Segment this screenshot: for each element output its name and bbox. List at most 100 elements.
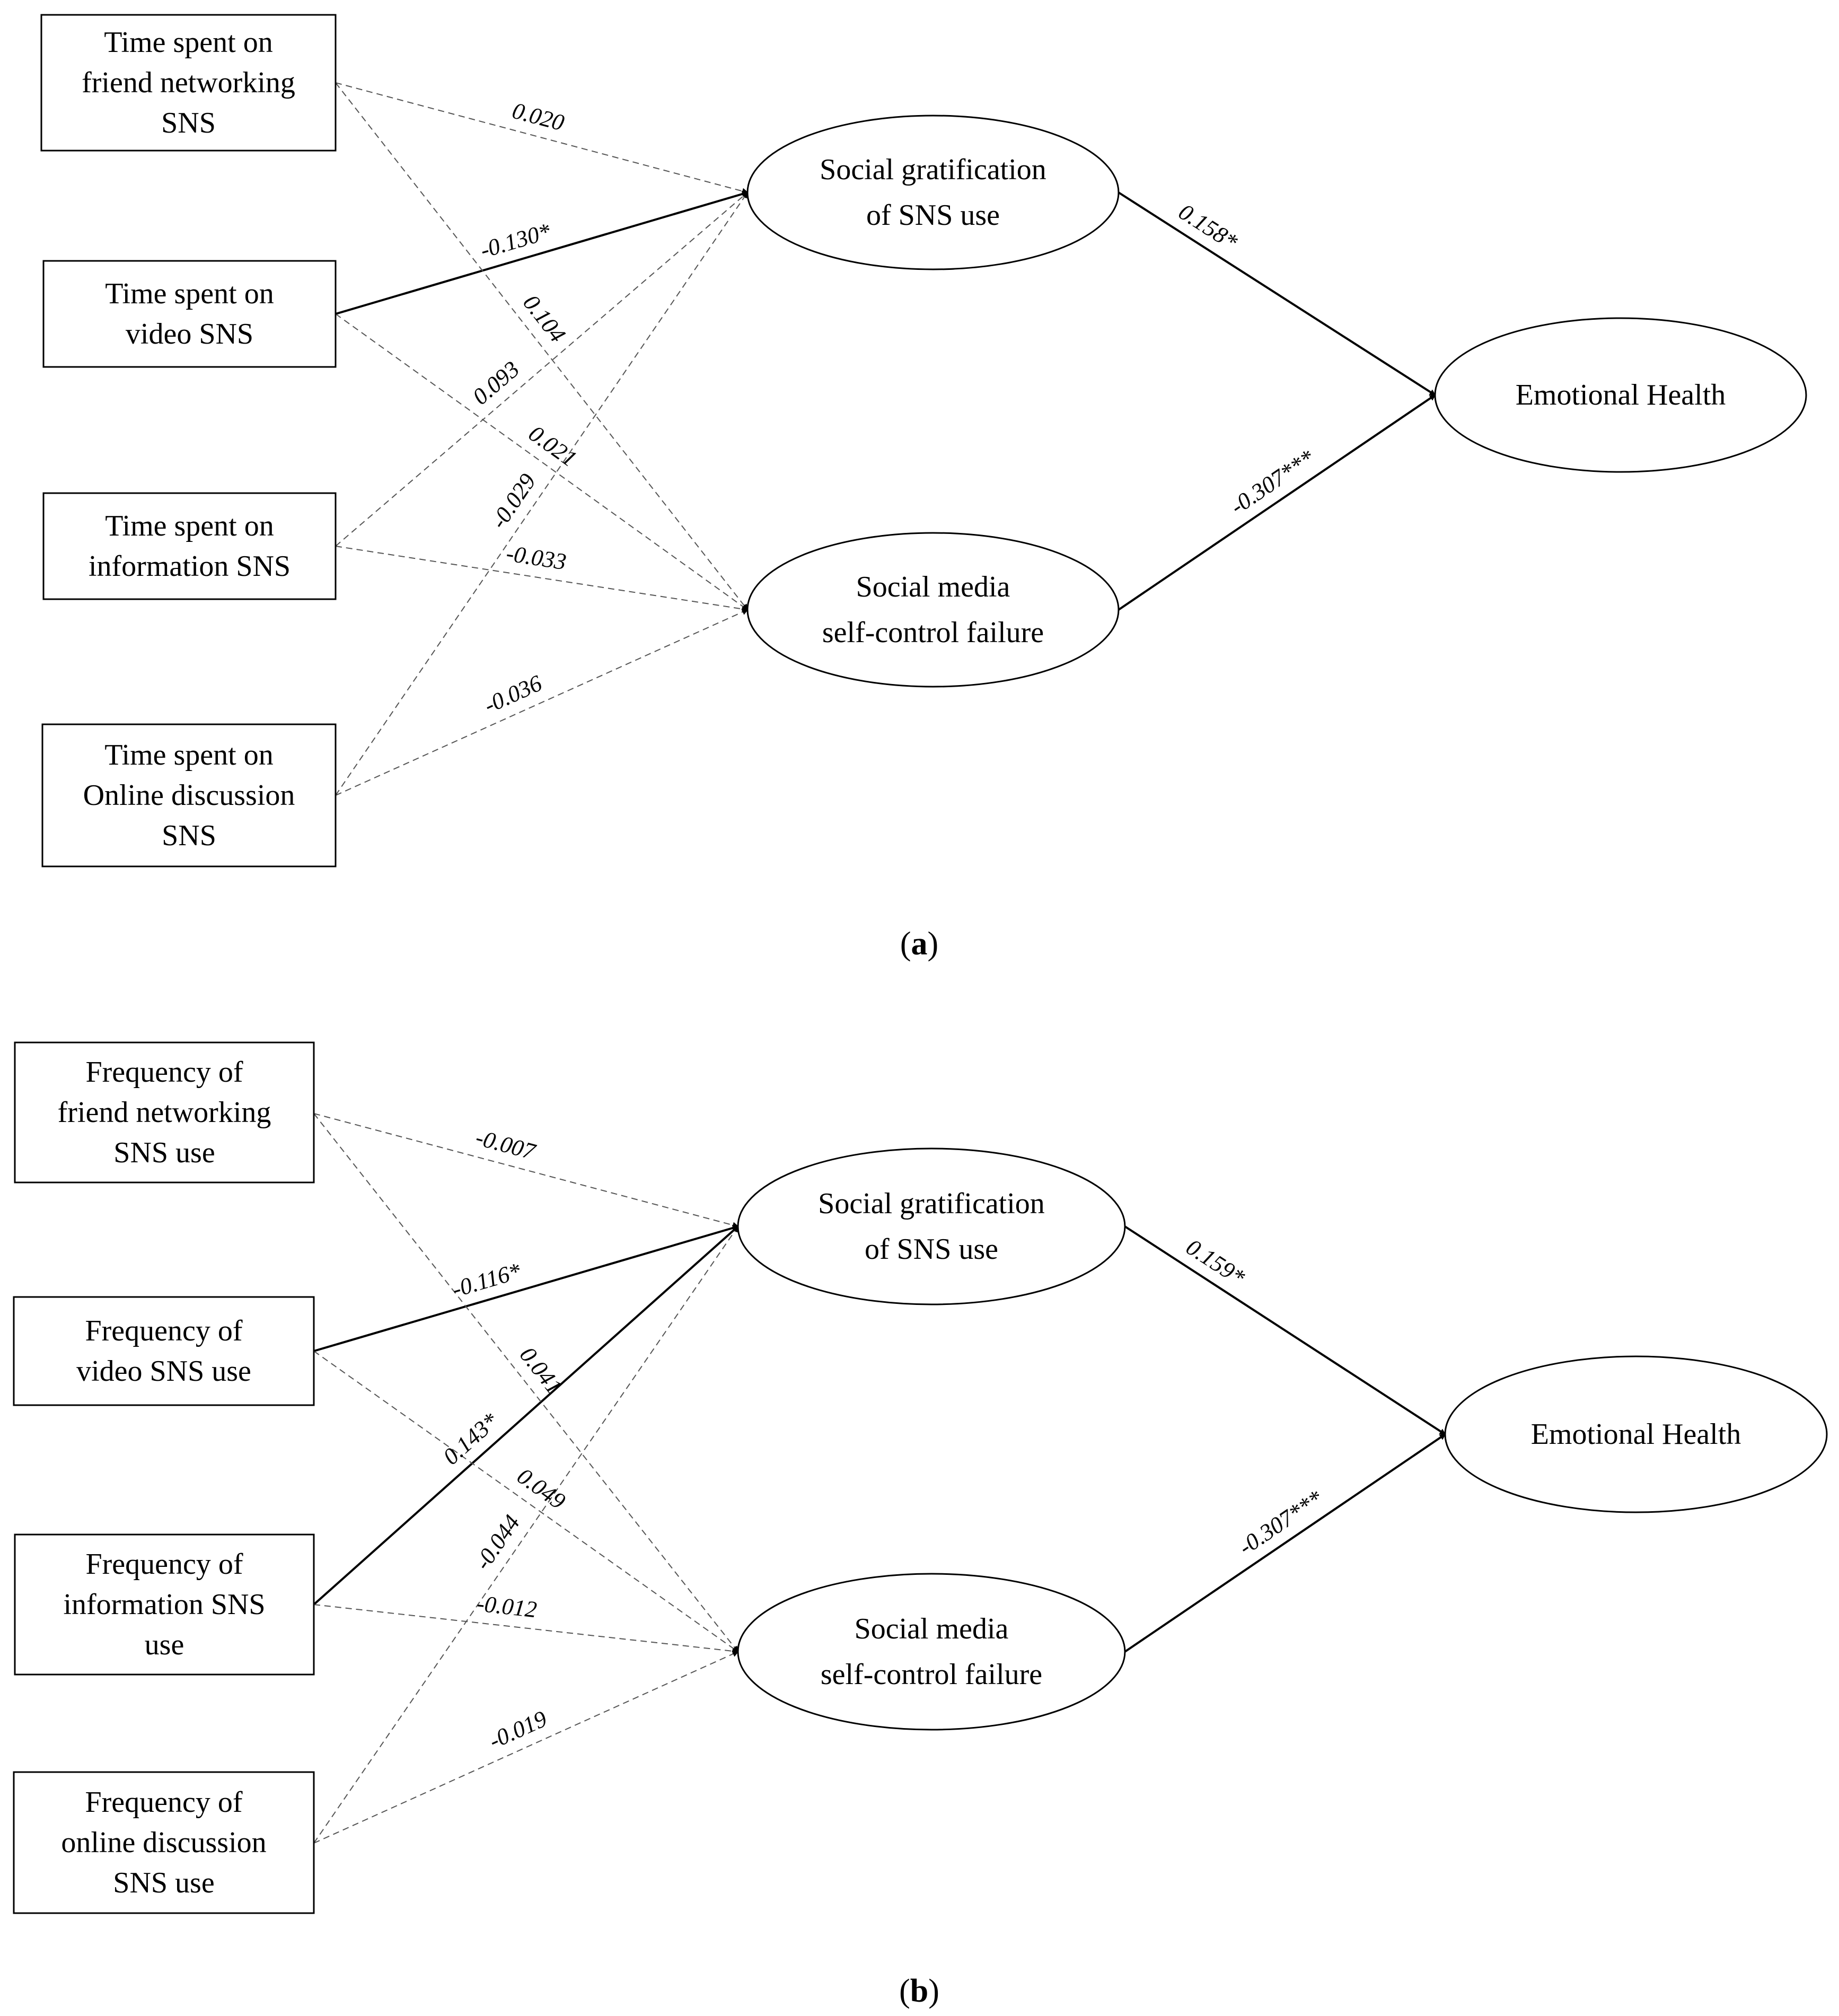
panel-a-predictor-disc-line-2: Online discussion: [83, 779, 295, 812]
panel-b-path-vid-scf: [313, 1351, 739, 1653]
panel-b-path-info-sg: [313, 1225, 739, 1606]
panel-b-coef-fn-scf: 0.041: [515, 1342, 568, 1399]
panel-b-path-disc-scf: [313, 1651, 739, 1844]
panel-b-predictor-info-box: [14, 1533, 315, 1676]
panel-b-coef-disc-sg: -0.044: [470, 1510, 525, 1574]
panel-a-predictor-fn-line-2: friend networking: [82, 66, 295, 99]
panel-b-coef-disc-scf: -0.019: [485, 1706, 551, 1754]
panel-a-path-fn-sg: [335, 82, 749, 195]
panel-a-coef-info-scf: -0.033: [505, 540, 568, 575]
panel-b-path-scf-eh: [1124, 1433, 1446, 1653]
panel-a-path-info-sg: [335, 191, 749, 547]
panel-b-path-vid-sg: [313, 1225, 739, 1352]
panel-a-predictor-info-line-2: information SNS: [89, 550, 291, 583]
panel-a-outcome-line-1: Emotional Health: [1516, 379, 1726, 411]
panel-a-coef-fn-scf: 0.104: [518, 290, 571, 347]
panel-a-path-vid-sg: [335, 191, 749, 315]
panel-b-path-fn-scf: [313, 1113, 739, 1653]
panel-a-predictor-info: Time spent on information SNS: [42, 492, 337, 600]
panel-a-outcome-eh: Emotional Health: [1434, 317, 1807, 473]
panel-b-predictor-vid-box: [13, 1296, 315, 1406]
panel-a-predictor-vid-line-1: Time spent on: [105, 277, 274, 310]
panel-a-mediator-scf-line-2: self-control failure: [822, 616, 1044, 649]
panel-a-predictor-disc-line-3: SNS: [162, 819, 216, 852]
panel-a-predictor-vid: Time spent on video SNS: [42, 260, 337, 368]
panel-b-predictor-vid-line-2: video SNS use: [76, 1355, 251, 1388]
panel-b-outcome-ellipse: [1444, 1355, 1828, 1513]
panel-a-mediator-sg-line-1: Social gratification: [820, 153, 1046, 186]
panel-b-coef-vid-scf: 0.049: [513, 1463, 570, 1514]
panel-b-coef-info-scf: -0.012: [476, 1590, 538, 1623]
panel-b-mediator-scf-ellipse: [737, 1573, 1126, 1731]
panel-a-mediator-sg-line-2: of SNS use: [866, 199, 1000, 232]
panel-a-path-disc-sg: [335, 191, 749, 796]
panel-a-predictor-info-box: [42, 492, 337, 600]
panel-a-caption: (a): [900, 926, 938, 962]
panel-b-predictor-fn-box: [14, 1041, 315, 1184]
panel-a-outcome-ellipse: [1434, 317, 1807, 473]
panel-a-coef-disc-scf: -0.036: [480, 670, 546, 718]
panel-b-predictor-disc-line-3: SNS use: [113, 1866, 214, 1899]
panel-a-caption-letter: a: [911, 926, 928, 962]
panel-a-predictor-disc-line-1: Time spent on: [104, 739, 273, 772]
panel-a-predictor-fn-line-1: Time spent on: [104, 26, 272, 59]
panel-b-caption-letter: b: [910, 1973, 928, 2009]
panel-b-predictor-fn-line-2: friend networking: [58, 1096, 271, 1129]
panel-b-predictor-info-line-2: information SNS: [63, 1588, 265, 1621]
panel-a-mediator-sg: Social gratification of SNS use: [746, 115, 1120, 270]
panel-a-coef-disc-sg: -0.029: [486, 469, 541, 533]
panel-b-predictor-fn-line-3: SNS use: [113, 1136, 215, 1169]
panel-a-coef-sg-eh: 0.158*: [1174, 199, 1242, 255]
panel-b-path-disc-sg: [313, 1225, 739, 1844]
panel-b-outcome-eh: Emotional Health: [1444, 1355, 1828, 1513]
panel-a-predictor-vid-box: [42, 260, 337, 368]
panel-b-predictor-vid: Frequency of video SNS use: [13, 1296, 315, 1406]
panel-b-path-sg-eh: [1124, 1225, 1446, 1435]
panel-b-predictor-fn-line-1: Frequency of: [85, 1056, 243, 1089]
panel-a-path-sg-eh: [1118, 191, 1436, 396]
panel-a-predictor-vid-line-2: video SNS: [126, 318, 253, 350]
panel-b-coef-sg-eh: 0.159*: [1182, 1234, 1250, 1291]
panel-b-coef-info-sg: 0.143*: [438, 1408, 503, 1470]
panel-b-mediator-sg-ellipse: [737, 1147, 1126, 1305]
panel-b-predictor-disc-box: [13, 1771, 315, 1914]
panel-b-mediator-scf-line-1: Social media: [855, 1612, 1009, 1645]
panel-a-predictor-fn-box: [40, 14, 337, 152]
panel-a-coef-vid-sg: -0.130*: [477, 218, 553, 263]
panel-a-mediator-scf: Social media self-control failure: [746, 532, 1120, 688]
panel-a-mediator-scf-ellipse: [746, 532, 1120, 688]
panel-a-path-scf-eh: [1118, 394, 1436, 611]
panel-b-mediator-scf-line-2: self-control failure: [821, 1658, 1042, 1691]
panel-b-predictor-disc-line-2: online discussion: [61, 1826, 266, 1859]
panel-b-mediator-scf: Social media self-control failure: [737, 1573, 1126, 1731]
panel-b-predictor-vid-line-1: Frequency of: [85, 1314, 242, 1347]
panel-b-predictor-disc-line-1: Frequency of: [85, 1786, 242, 1819]
panel-b-path-fn-sg: [313, 1113, 739, 1229]
panel-a-mediator-sg-ellipse: [746, 115, 1120, 270]
panel-a-coef-fn-sg: 0.020: [509, 98, 567, 136]
panel-b-path-info-scf: [313, 1604, 739, 1654]
panel-b-predictor-info-line-1: Frequency of: [85, 1548, 243, 1581]
panel-b-predictor-info-line-3: use: [145, 1628, 184, 1661]
panel-b-coef-vid-sg: -0.116*: [449, 1258, 524, 1302]
panel-b-mediator-sg-line-1: Social gratification: [818, 1187, 1045, 1220]
panel-a-predictor-disc-box: [41, 723, 337, 867]
panel-a-mediator-scf-line-1: Social media: [856, 571, 1010, 603]
panel-a-path-info-scf: [335, 546, 749, 612]
panel-a-predictor-fn-line-3: SNS: [161, 107, 216, 139]
panel-b-caption: (b): [899, 1973, 939, 2009]
panel-a-path-fn-scf: [335, 82, 749, 611]
panel-a-coef-vid-scf: 0.021: [524, 420, 582, 472]
panel-a-coef-info-sg: 0.093: [468, 356, 524, 410]
panel-b-mediator-sg-line-2: of SNS use: [865, 1233, 998, 1266]
panel-b-predictor-info: Frequency of information SNS use: [14, 1533, 315, 1676]
panel-a-path-disc-scf: [335, 609, 749, 796]
panel-a-predictor-info-line-1: Time spent on: [105, 510, 274, 542]
panel-b-mediator-sg: Social gratification of SNS use: [737, 1147, 1126, 1305]
panel-b-outcome-line-1: Emotional Health: [1531, 1418, 1741, 1451]
